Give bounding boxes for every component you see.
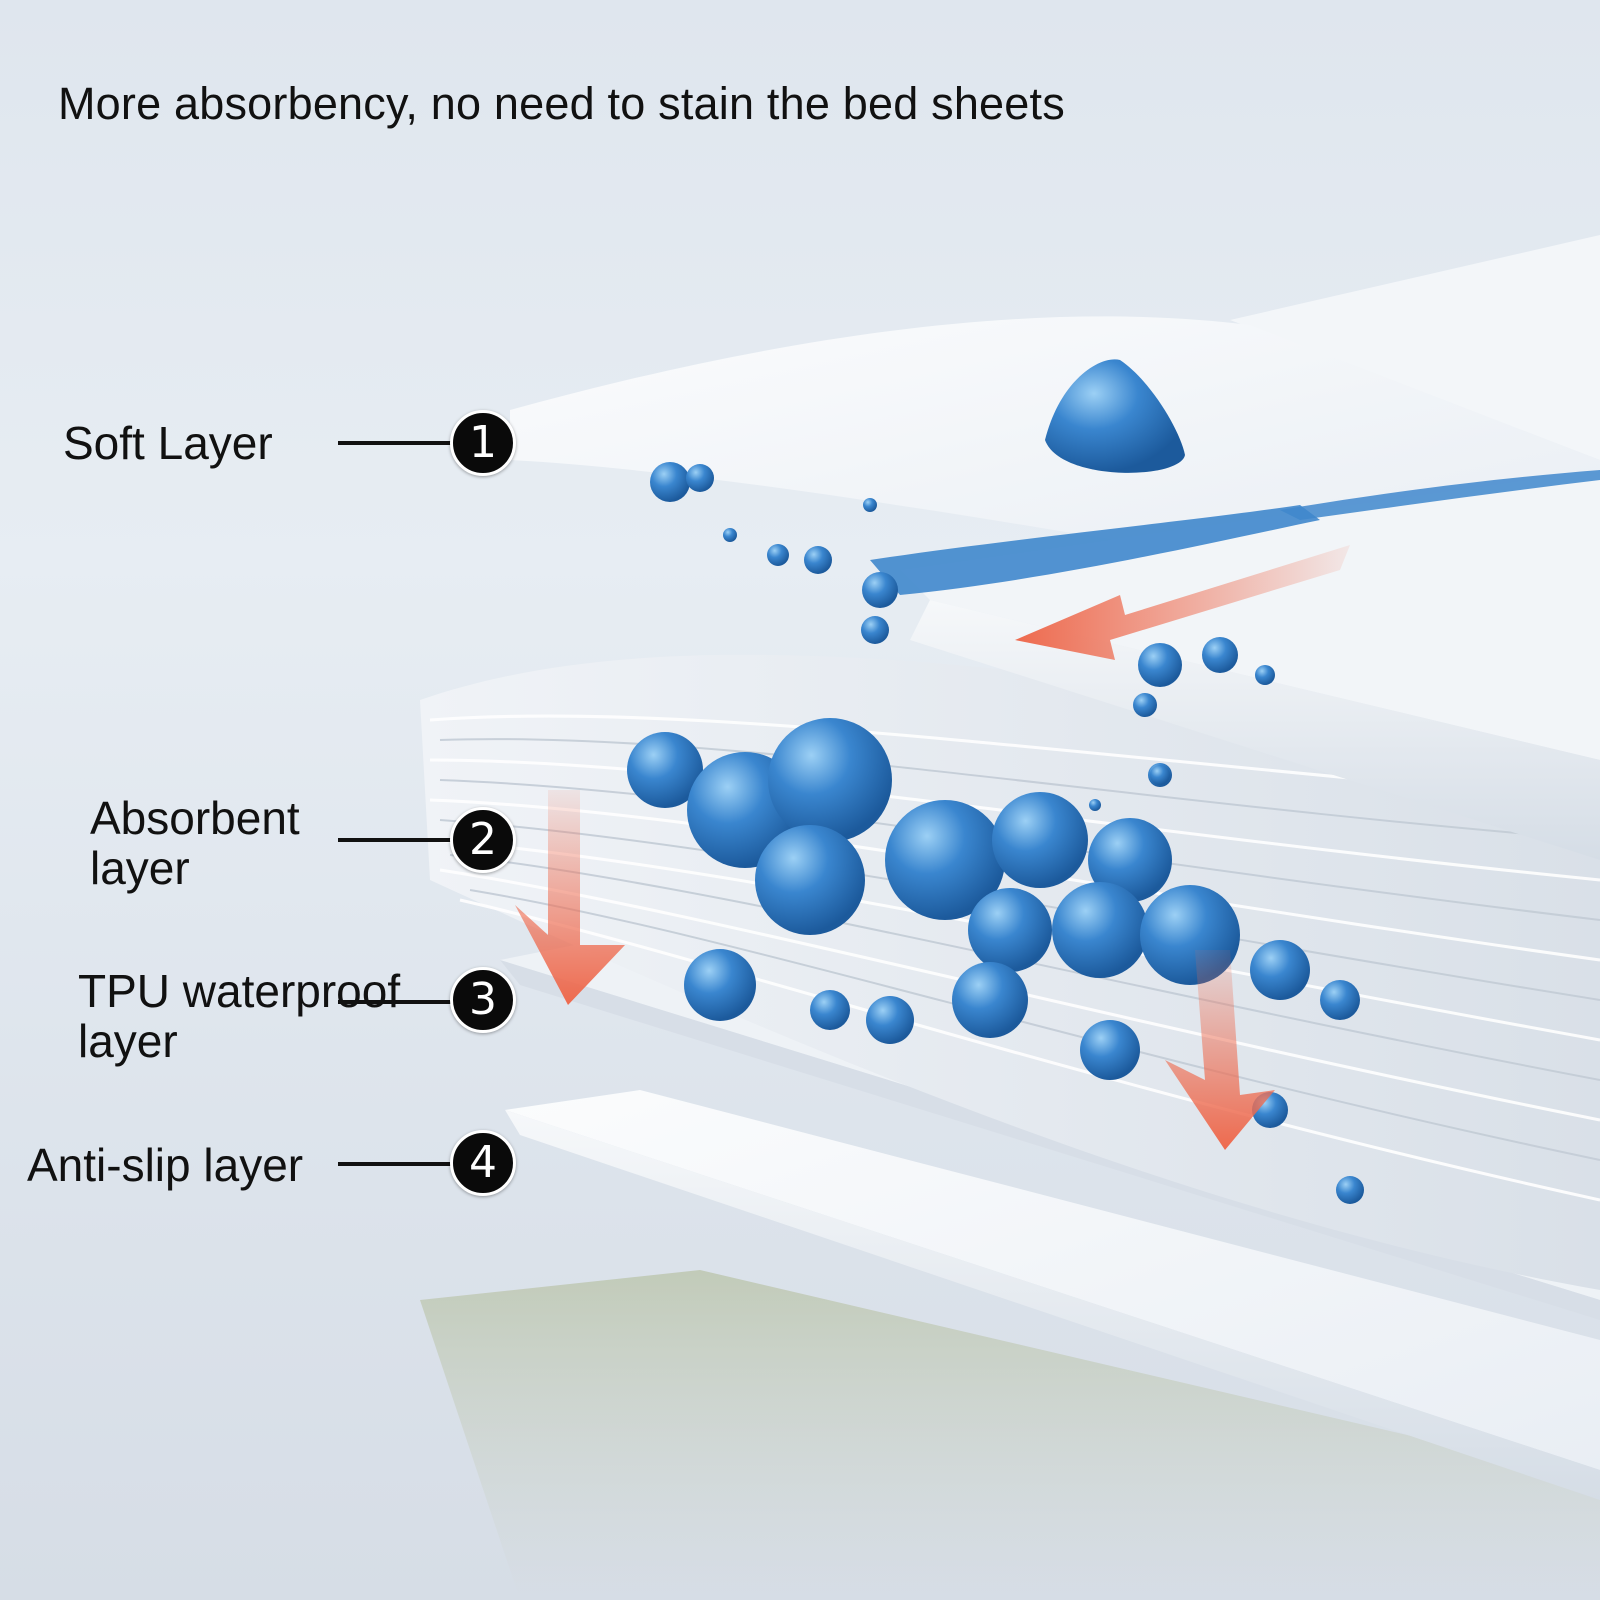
layer-label: Anti-slip layer: [27, 1139, 304, 1191]
leader-line: [338, 838, 458, 842]
absorbed-droplets: [627, 718, 1364, 1204]
flow-arrows: [515, 545, 1350, 1150]
surface-water: [650, 359, 1600, 811]
layer-label: TPU waterproof layer: [78, 965, 401, 1067]
layer-number-badge: 4: [450, 1130, 516, 1196]
layer-number-badge: 3: [450, 967, 516, 1033]
arrow-down-left: [515, 790, 625, 1005]
leader-line: [338, 1162, 458, 1166]
ground-shadow: [420, 1270, 1600, 1600]
layer-number-badge: 2: [450, 807, 516, 873]
arrow-horizontal: [1015, 545, 1350, 660]
leader-line: [338, 1000, 458, 1004]
arrow-down-right: [1165, 950, 1275, 1150]
anti-slip-sheet: [505, 1090, 1600, 1500]
headline: More absorbency, no need to stain the be…: [58, 78, 1065, 129]
layer-label: Absorbent layer: [90, 792, 300, 894]
layer-number-badge: 1: [450, 410, 516, 476]
leader-line: [338, 441, 458, 445]
layer-label: Soft Layer: [63, 417, 273, 469]
